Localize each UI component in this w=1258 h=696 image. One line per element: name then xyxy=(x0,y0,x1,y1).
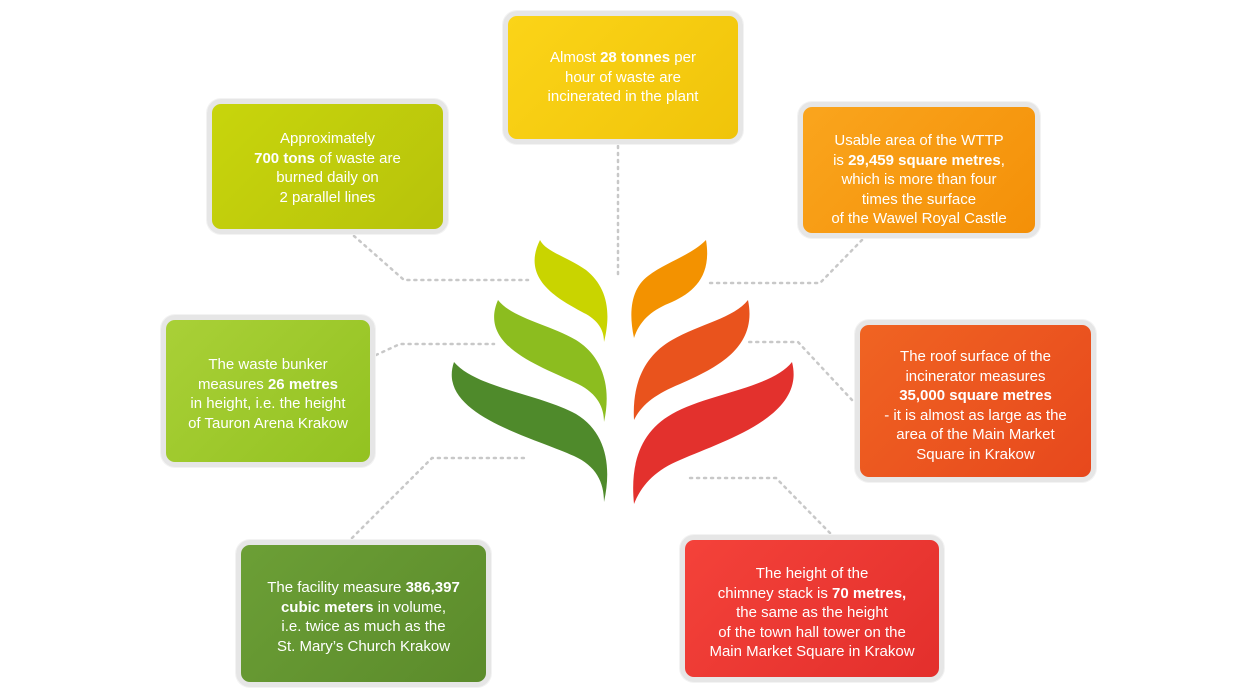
leaf-left-middle xyxy=(494,300,607,422)
fact-box-volume: The facility measure 386,397 cubic meter… xyxy=(236,540,491,687)
fact-text: The waste bunker measures 26 metres in h… xyxy=(188,356,348,432)
fact-box-chimney: The height of the chimney stack is 70 me… xyxy=(680,535,944,682)
connector-roof xyxy=(744,340,854,402)
fact-text: Approximately 700 tons of waste are burn… xyxy=(254,130,401,206)
fact-text: Almost 28 tonnes per hour of waste are i… xyxy=(547,49,699,105)
fact-text: The facility measure 386,397 cubic meter… xyxy=(267,579,460,655)
fact-text: Usable area of the WTTP is 29,459 square… xyxy=(831,132,1007,227)
leaf-right-middle xyxy=(633,300,750,420)
fact-text: The height of the chimney stack is 70 me… xyxy=(709,565,915,660)
fact-box-daily: Approximately 700 tons of waste are burn… xyxy=(207,99,448,234)
leaf-right-bottom xyxy=(633,362,794,504)
leaf-left-top xyxy=(534,240,608,342)
fact-box-throughput: Almost 28 tonnes per hour of waste are i… xyxy=(503,11,743,144)
fact-box-roof: The roof surface of the incinerator meas… xyxy=(855,320,1096,482)
fact-text: The roof surface of the incinerator meas… xyxy=(884,348,1067,463)
connector-area xyxy=(708,238,864,285)
fact-box-area: Usable area of the WTTP is 29,459 square… xyxy=(798,102,1040,238)
leaf-right-top xyxy=(631,240,708,338)
connector-bunker xyxy=(374,342,496,357)
fact-box-bunker: The waste bunker measures 26 metres in h… xyxy=(161,315,375,467)
connector-volume xyxy=(350,456,526,540)
leaf-left-bottom xyxy=(451,362,608,502)
connector-daily xyxy=(352,234,530,282)
connector-chimney xyxy=(684,476,832,535)
